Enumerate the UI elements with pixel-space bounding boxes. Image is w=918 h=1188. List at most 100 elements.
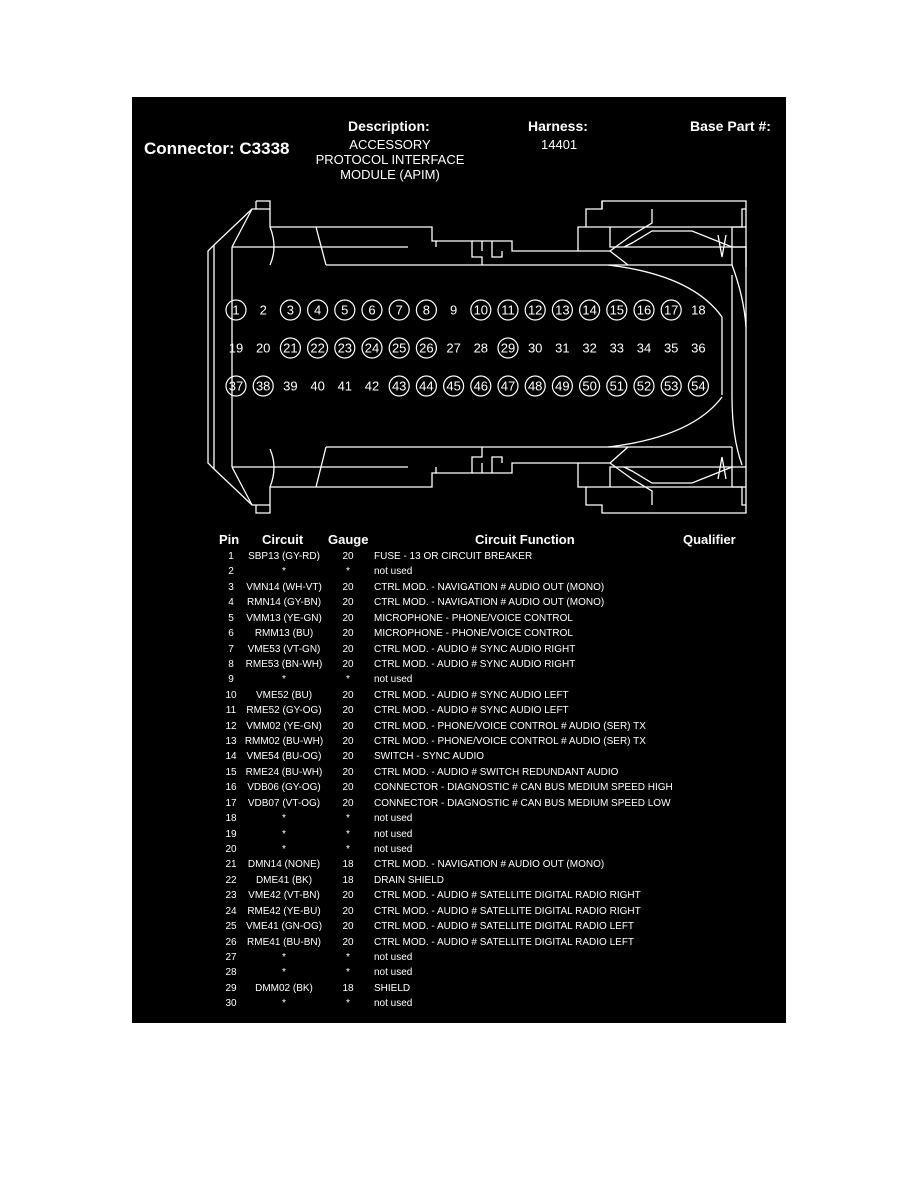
pin-number: 17 (664, 303, 678, 318)
pin-circle-marker (307, 337, 329, 359)
circuit-cell: * (282, 813, 286, 825)
gauge-cell: 20 (342, 581, 354, 593)
pin-number: 10 (474, 303, 488, 318)
pin-number: 34 (637, 341, 651, 356)
circuit-cell: DMM02 (BK) (255, 982, 313, 994)
circuit-cell: VMM13 (YE-GN) (246, 612, 322, 624)
pin-number: 4 (314, 303, 321, 318)
function-cell: not used (374, 967, 413, 979)
gauge-cell: 20 (342, 766, 354, 778)
pin-number: 9 (450, 303, 457, 318)
pin-circle-marker (606, 299, 628, 321)
pin-number: 23 (338, 341, 352, 356)
pin-cell: 6 (228, 628, 234, 640)
circuit-cell: RMM13 (BU) (254, 628, 314, 640)
pin-circle-marker (225, 299, 247, 321)
gauge-cell: 20 (342, 936, 354, 948)
function-cell: CTRL MOD. - AUDIO # SATELLITE DIGITAL RA… (374, 921, 635, 933)
connector-panel: Description: Harness: Base Part #: Conne… (132, 97, 786, 1023)
gauge-cell: 20 (342, 689, 354, 701)
pin-circle-marker (551, 299, 573, 321)
function-cell: not used (374, 674, 413, 686)
col-header-qualifier: Qualifier (683, 532, 736, 547)
function-cell: SWITCH - SYNC AUDIO (374, 751, 485, 763)
circuit-cell: VME52 (BU) (255, 689, 313, 701)
pin-cell: 10 (225, 689, 237, 701)
pin-number: 39 (283, 379, 297, 394)
pin-cell: 8 (228, 658, 234, 670)
description-value: ACCESSORY PROTOCOL INTERFACE MODULE (API… (300, 137, 480, 182)
table-row: 18**not used (132, 811, 786, 826)
circuit-cell: RME52 (GY-OG) (246, 705, 322, 717)
pin-number: 50 (582, 379, 596, 394)
circuit-cell: RME53 (BN-WH) (245, 658, 323, 670)
pin-circle-marker (633, 375, 655, 397)
table-row: 30**not used (132, 996, 786, 1011)
pin-circle-marker (687, 375, 710, 397)
pin-circle-marker (470, 299, 492, 321)
pin-cell: 16 (225, 782, 237, 794)
gauge-cell: * (346, 967, 350, 979)
pin-number: 42 (365, 379, 379, 394)
pin-circle-marker (225, 375, 247, 397)
function-cell: DRAIN SHIELD (374, 874, 445, 886)
pin-circle-marker (470, 375, 492, 397)
function-cell: CTRL MOD. - AUDIO # SATELLITE DIGITAL RA… (374, 905, 641, 917)
function-cell: CTRL MOD. - PHONE/VOICE CONTROL # AUDIO … (374, 736, 646, 748)
table-row: 27**not used (132, 950, 786, 965)
pin-circle-marker (279, 337, 301, 359)
description-label: Description: (348, 118, 430, 134)
gauge-cell: 20 (342, 751, 354, 763)
pin-number: 1 (232, 303, 239, 318)
gauge-cell: 20 (342, 782, 354, 794)
table-row: 19**not used (132, 827, 786, 842)
pin-number: 32 (582, 341, 596, 356)
pin-number: 54 (691, 379, 705, 394)
pin-circle-marker (660, 299, 682, 321)
base-part-label: Base Part #: (690, 118, 771, 134)
gauge-cell: 20 (342, 905, 354, 917)
pin-cell: 29 (225, 982, 237, 994)
pin-circle-marker (443, 375, 465, 397)
pin-circle-marker (361, 337, 383, 359)
gauge-cell: 20 (342, 797, 354, 809)
pin-number: 33 (610, 341, 624, 356)
gauge-cell: * (346, 951, 350, 963)
circuit-cell: VMM02 (YE-GN) (246, 720, 322, 732)
connector-title: Connector: C3338 (144, 139, 290, 158)
pin-circle-marker (524, 299, 546, 321)
pin-number: 28 (474, 341, 488, 356)
pin-number: 26 (419, 341, 433, 356)
circuit-cell: * (282, 967, 286, 979)
pin-cell: 17 (225, 797, 237, 809)
function-cell: FUSE - 13 OR CIRCUIT BREAKER (374, 551, 533, 562)
pin-circle-marker (388, 299, 410, 321)
function-cell: CTRL MOD. - AUDIO # SYNC AUDIO RIGHT (374, 658, 576, 670)
pin-circle-marker (279, 299, 301, 321)
function-cell: SHIELD (374, 982, 411, 994)
circuit-cell: * (282, 828, 286, 840)
pin-circle-marker (660, 375, 682, 397)
pin-number: 43 (392, 379, 406, 394)
pin-circle-marker (388, 337, 410, 359)
pin-number: 3 (287, 303, 294, 318)
circuit-cell: VME54 (BU-OG) (246, 751, 322, 763)
function-cell: not used (374, 843, 413, 855)
pin-cell: 12 (225, 720, 237, 732)
function-cell: CTRL MOD. - AUDIO # SWITCH REDUNDANT AUD… (374, 766, 619, 778)
